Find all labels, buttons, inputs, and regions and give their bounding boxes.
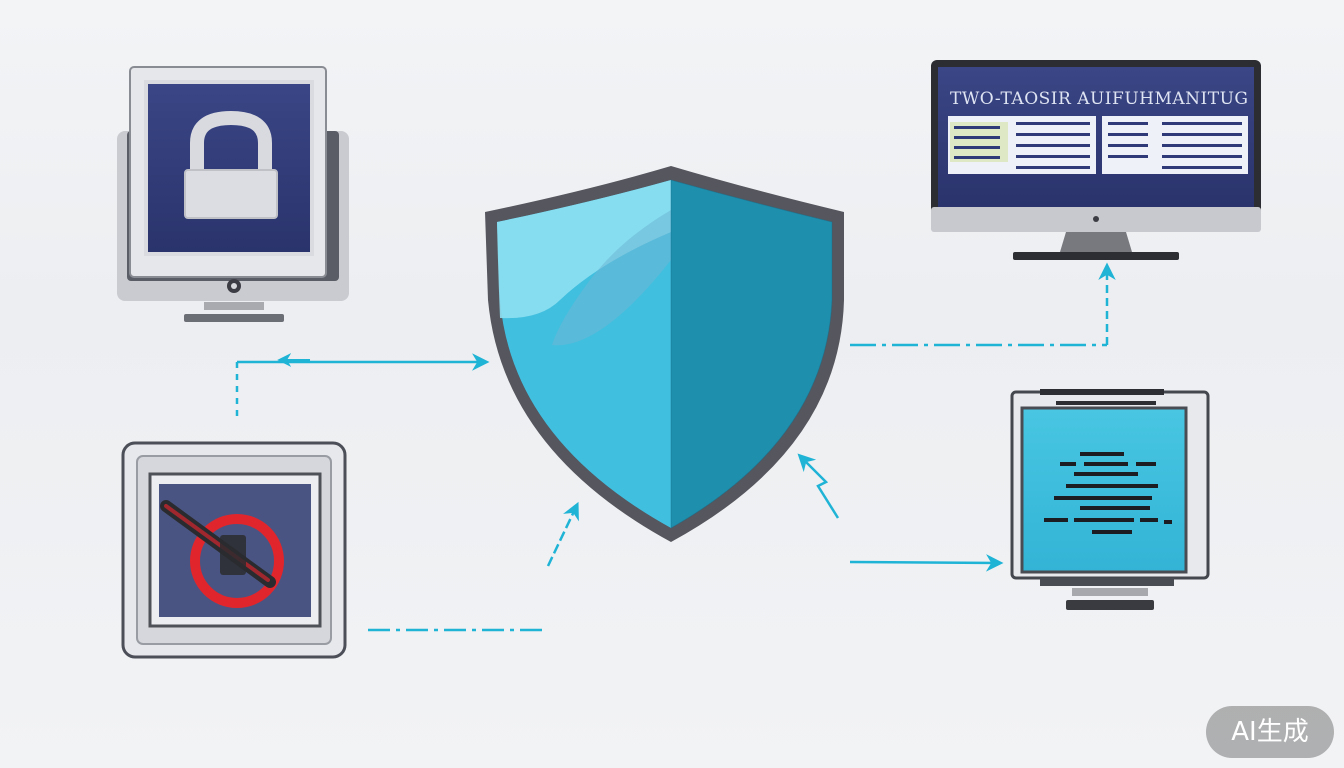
connectors xyxy=(235,262,1116,632)
monitor-document-right xyxy=(1102,116,1248,174)
connector-up-to-shield xyxy=(546,501,579,567)
monitor-document-left xyxy=(948,116,1096,174)
code-screen-monitor xyxy=(1010,389,1210,610)
prohibited-monitor xyxy=(121,441,347,659)
connector-lightning xyxy=(797,453,840,519)
prohibited-icon xyxy=(160,500,284,608)
auth-monitor: TWO-TAOSIR AUIFUHMANITUG xyxy=(931,60,1261,260)
padlock-icon xyxy=(184,110,278,219)
connector-to-code-screen xyxy=(849,554,1004,572)
code-screen-icon xyxy=(1044,452,1172,534)
ai-generated-badge: AI生成 xyxy=(1206,706,1334,758)
padlock-monitor xyxy=(117,66,349,322)
shield-icon xyxy=(485,166,844,542)
monitor-title: TWO-TAOSIR AUIFUHMANITUG xyxy=(950,89,1249,109)
